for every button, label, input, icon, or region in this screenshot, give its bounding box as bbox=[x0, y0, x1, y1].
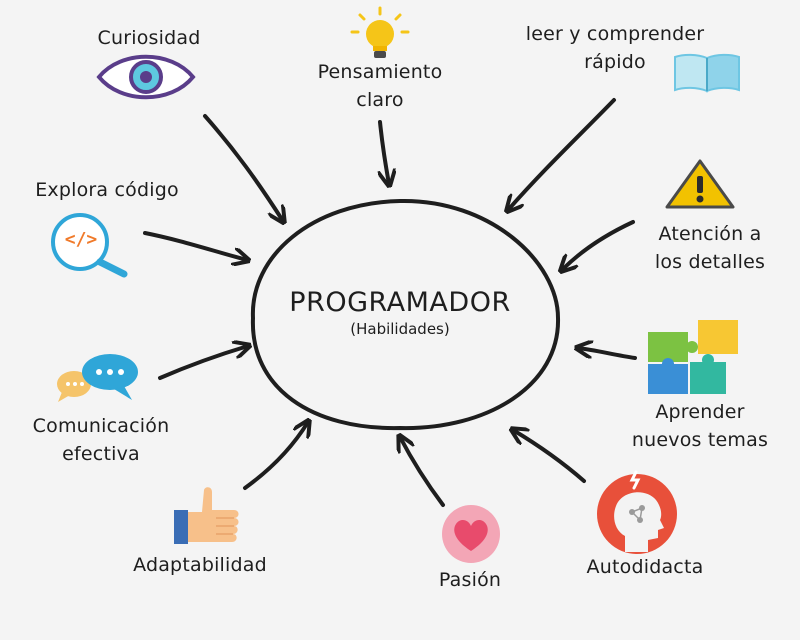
label-autodidacta: Autodidacta bbox=[570, 553, 720, 581]
label-comunicacion-line1: Comunicación bbox=[32, 415, 170, 437]
label-autodidacta-text: Autodidacta bbox=[586, 556, 704, 578]
label-explora-text: Explora código bbox=[35, 179, 179, 201]
arrow-explora bbox=[143, 231, 247, 260]
label-comunicacion-line2: efectiva bbox=[62, 443, 140, 465]
label-leer: leer y comprender rápido bbox=[495, 20, 735, 76]
book-icon bbox=[674, 53, 740, 93]
head-brain-icon bbox=[597, 470, 677, 554]
label-atencion-line2: los detalles bbox=[654, 251, 766, 273]
chat-bubbles-icon bbox=[57, 354, 138, 402]
center-title: PROGRAMADOR bbox=[289, 287, 511, 318]
center-circle bbox=[250, 198, 561, 431]
label-aprender: Aprender nuevos temas bbox=[600, 398, 800, 454]
lightbulb-icon bbox=[350, 6, 410, 58]
puzzle-icon bbox=[648, 320, 738, 394]
label-pensamiento: Pensamiento claro bbox=[290, 58, 470, 114]
warning-icon bbox=[665, 159, 735, 209]
label-leer-line1: leer y comprender bbox=[525, 23, 705, 45]
center-subtitle: (Habilidades) bbox=[350, 320, 450, 338]
arrow-pasion bbox=[400, 437, 445, 507]
arrow-autodidacta bbox=[513, 430, 586, 483]
label-leer-line2: rápido bbox=[584, 51, 646, 73]
label-adaptabilidad-text: Adaptabilidad bbox=[133, 554, 267, 576]
label-explora: Explora código bbox=[12, 176, 202, 204]
label-aprender-line2: nuevos temas bbox=[631, 429, 769, 451]
arrow-comunicacion bbox=[158, 346, 248, 380]
label-atencion: Atención a los detalles bbox=[630, 220, 790, 276]
magnifier-code-icon bbox=[51, 213, 128, 278]
label-curiosidad-text: Curiosidad bbox=[97, 27, 201, 49]
label-comunicacion: Comunicación efectiva bbox=[6, 412, 196, 468]
label-pensamiento-line2: claro bbox=[356, 89, 404, 111]
label-pensamiento-line1: Pensamiento bbox=[317, 61, 443, 83]
label-pasion: Pasión bbox=[400, 566, 540, 594]
arrow-curiosidad bbox=[203, 114, 283, 221]
arrow-pensamiento bbox=[380, 120, 389, 184]
arrow-aprender bbox=[578, 348, 637, 360]
label-atencion-line1: Atención a bbox=[658, 223, 762, 245]
heart-icon bbox=[442, 505, 500, 563]
arrow-atencion bbox=[562, 220, 635, 270]
thumbs-up-icon bbox=[174, 487, 239, 544]
label-adaptabilidad: Adaptabilidad bbox=[110, 551, 290, 579]
arrow-adaptabilidad bbox=[243, 422, 308, 490]
arrow-leer bbox=[508, 98, 616, 210]
label-pasion-text: Pasión bbox=[438, 569, 502, 591]
code-brackets-icon: </> bbox=[64, 229, 98, 250]
label-aprender-line1: Aprender bbox=[655, 401, 745, 423]
label-curiosidad: Curiosidad bbox=[74, 24, 224, 52]
eye-icon bbox=[96, 54, 196, 100]
